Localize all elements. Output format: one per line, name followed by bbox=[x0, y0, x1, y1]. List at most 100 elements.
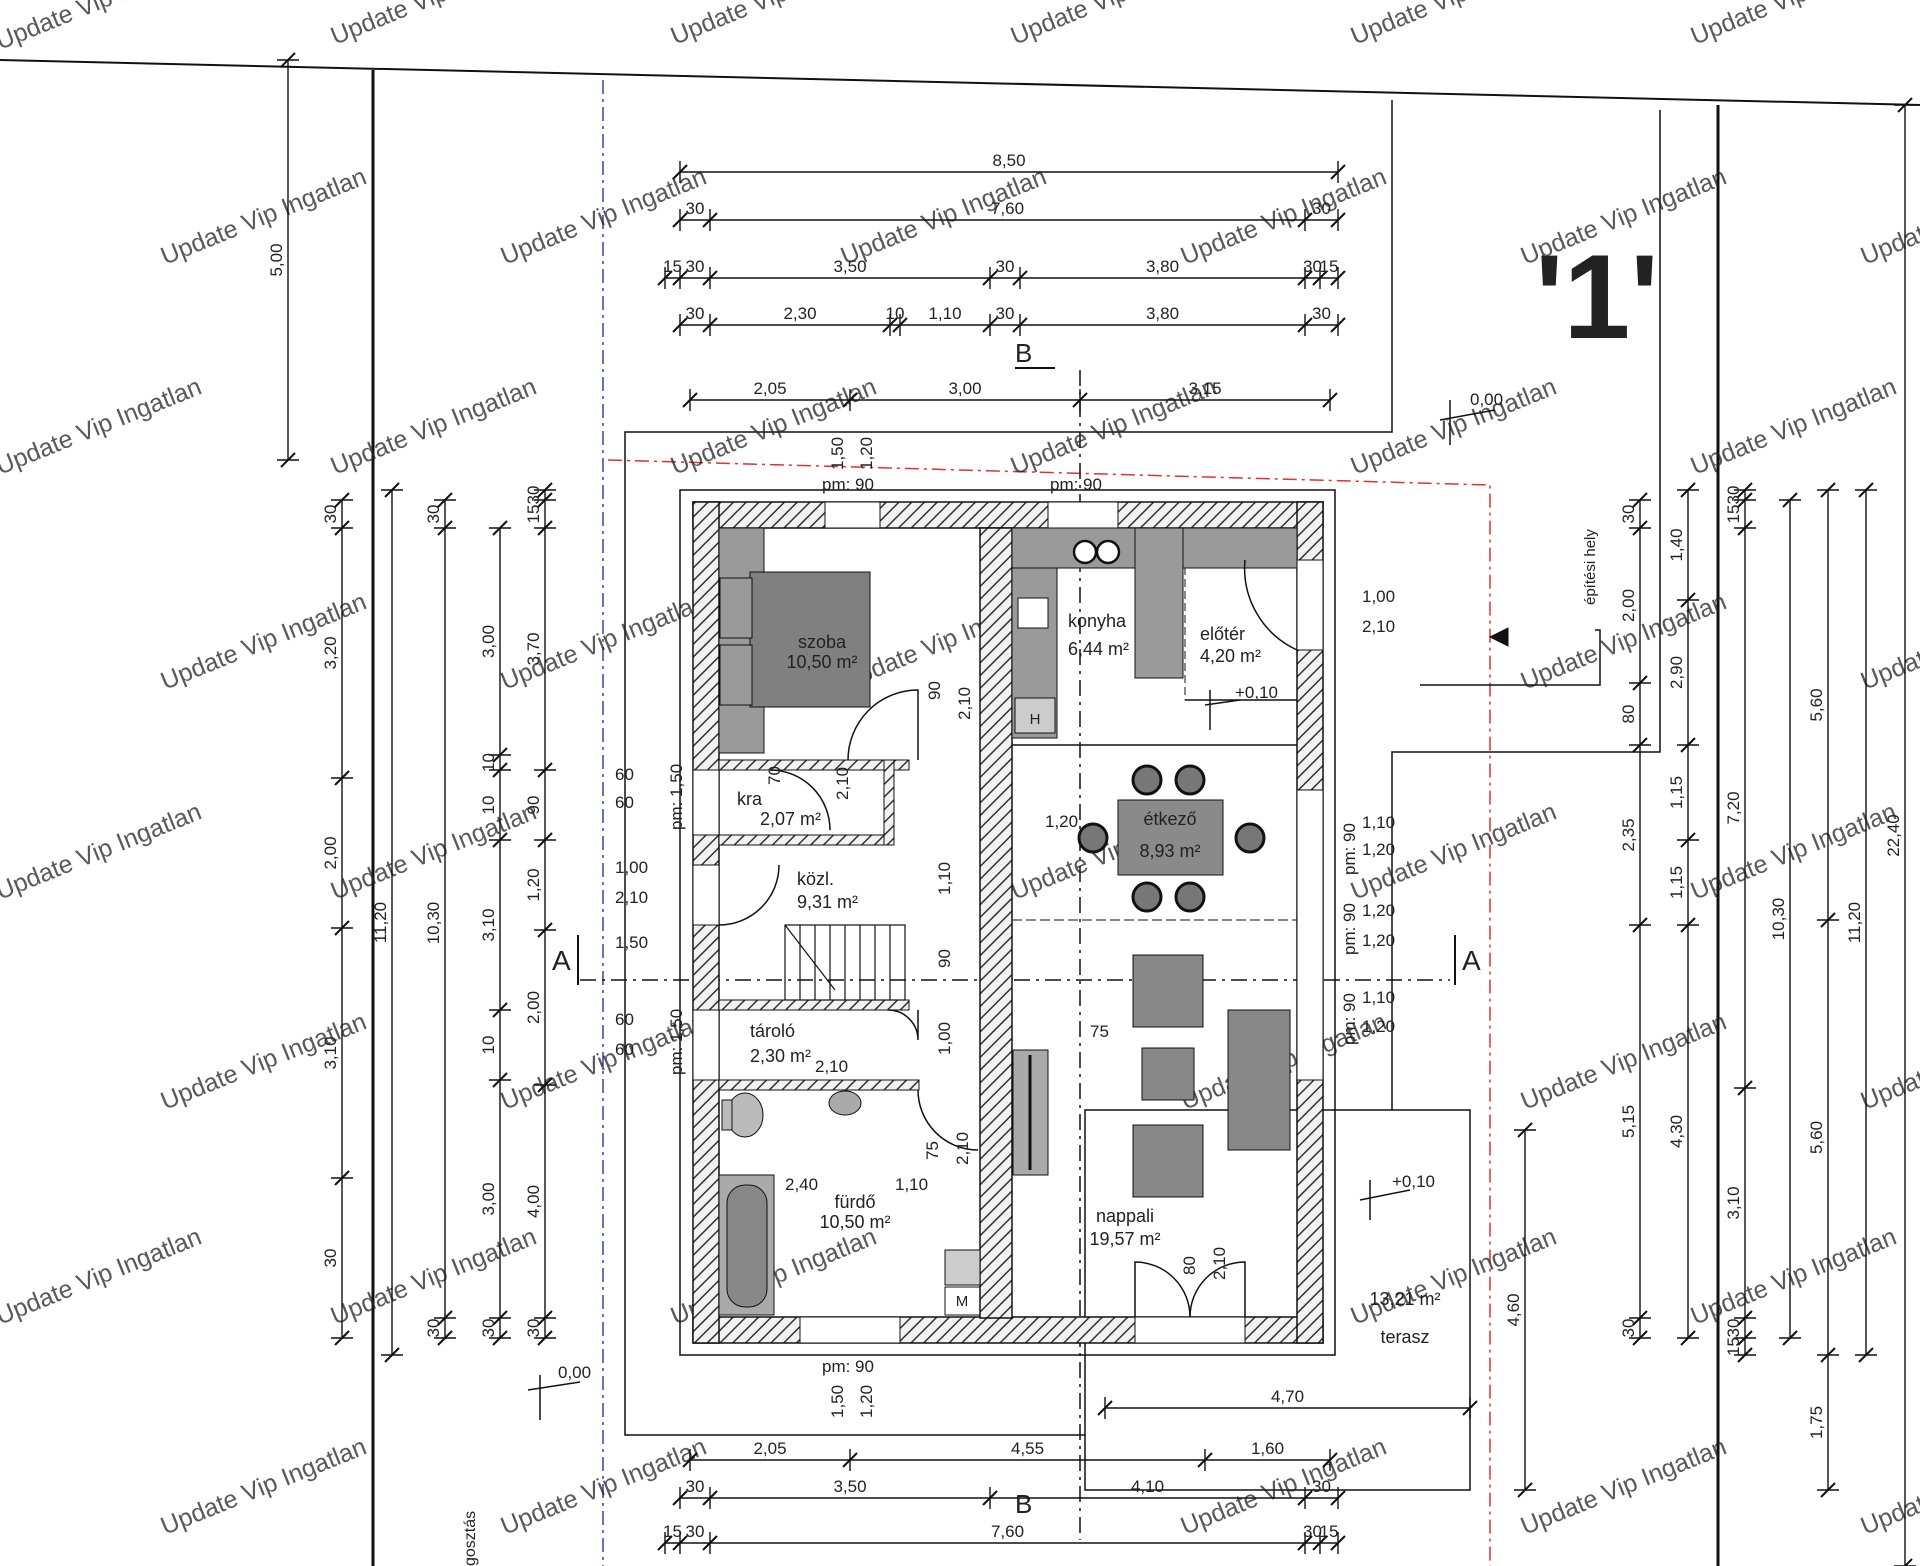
outer-outline bbox=[679, 489, 1336, 1356]
dim-left-5-tick bbox=[492, 1330, 508, 1346]
svg-text:2,10: 2,10 bbox=[833, 767, 852, 800]
dim-right-3-label: 30 bbox=[1724, 1319, 1743, 1338]
svg-text:pm: 90: pm: 90 bbox=[822, 475, 874, 494]
interior-wall-kra-bottom bbox=[718, 834, 885, 846]
dim-right-6-tick bbox=[1858, 1347, 1874, 1363]
dim-bottom-3-label: 30 bbox=[686, 1522, 705, 1541]
dim-right-5-label: 1,75 bbox=[1807, 1406, 1826, 1439]
dim-top-4-label: 3,80 bbox=[1146, 304, 1179, 323]
dim-top-3-label: 15 bbox=[1320, 257, 1339, 276]
dim-top-2-label: 30 bbox=[686, 199, 705, 218]
interior-wall-kra-top bbox=[718, 759, 910, 771]
dim-right-1-tick bbox=[1632, 492, 1648, 508]
svg-text:1,20: 1,20 bbox=[857, 1385, 876, 1418]
boiler-label: M bbox=[956, 1293, 969, 1310]
dim-left-5-tick bbox=[492, 832, 508, 848]
dim-top-3-label: 30 bbox=[686, 257, 705, 276]
dim-top-3-label: 15 bbox=[663, 257, 682, 276]
level-bottom: 0,00 bbox=[558, 1363, 591, 1382]
dim-bottom-2-tick bbox=[672, 1490, 688, 1506]
svg-text:2,10: 2,10 bbox=[815, 1057, 848, 1076]
dim-right-3-label: 15 bbox=[1724, 1337, 1743, 1356]
exterior-wall-top bbox=[692, 501, 1324, 529]
dim-bottom-2-tick bbox=[982, 1490, 998, 1506]
svg-text:1,00: 1,00 bbox=[1362, 587, 1395, 606]
svg-text:1,20: 1,20 bbox=[1362, 901, 1395, 920]
svg-text:1,20: 1,20 bbox=[1362, 1017, 1395, 1036]
dim-right-3-tick bbox=[1737, 1347, 1753, 1363]
dim-left-5-label: 10 bbox=[479, 796, 498, 815]
dim-left-4-tick bbox=[437, 520, 453, 536]
dim-bottom-3-label: 7,60 bbox=[991, 1522, 1024, 1541]
dim-left-5-tick bbox=[492, 762, 508, 778]
room-nappali-area: 19,57 m² bbox=[1089, 1229, 1160, 1249]
door-swings bbox=[718, 559, 1298, 1318]
svg-text:pm: 1,50: pm: 1,50 bbox=[667, 1009, 686, 1075]
svg-text:Update Vip Ingatlan: Update Vip Ingatlan bbox=[1857, 1433, 1920, 1541]
svg-text:1,20: 1,20 bbox=[1362, 931, 1395, 950]
section-a-right: A bbox=[1462, 945, 1481, 976]
interior-wall-main bbox=[979, 527, 1013, 1319]
interior-wall-tarolo-top bbox=[718, 999, 910, 1011]
svg-text:1,10: 1,10 bbox=[935, 862, 954, 895]
dim-left-5-label: 30 bbox=[479, 1319, 498, 1338]
dim-left-5-label: 3,00 bbox=[479, 625, 498, 658]
room-terasz-area: 13,21 m² bbox=[1369, 1289, 1440, 1309]
svg-text:Update Vip Ingatlan: Update Vip Ingatlan bbox=[667, 0, 881, 51]
dim-right-2-label: 4,30 bbox=[1667, 1115, 1686, 1148]
dim-right-5-tick bbox=[1820, 1482, 1836, 1498]
dim-right-3-tick bbox=[1737, 1310, 1753, 1326]
dim-right-3-label: 3,10 bbox=[1724, 1186, 1743, 1219]
dim-top-3-label: 30 bbox=[996, 257, 1015, 276]
dim-terrace-depth-tick bbox=[1517, 1482, 1533, 1498]
dim-terrace-width-tick bbox=[1462, 1400, 1478, 1416]
dim-top-4-tick bbox=[1012, 317, 1028, 333]
svg-text:Update Vip Ingatlan: Update Vip Ingatlan bbox=[1687, 0, 1901, 51]
svg-text:80: 80 bbox=[1180, 1256, 1199, 1275]
boiler bbox=[944, 1249, 981, 1286]
building-area-label: építési hely bbox=[1582, 529, 1599, 605]
dim-left-2-label: 2,00 bbox=[321, 836, 340, 869]
room-konyha-area: 6,44 m² bbox=[1068, 639, 1129, 659]
svg-text:Update Vip Ingatlan: Update Vip Ingatlan bbox=[1517, 1008, 1731, 1116]
dim-left-2-label: 3,10 bbox=[321, 1036, 340, 1069]
dim-right-2-label: 1,15 bbox=[1667, 866, 1686, 899]
dim-left-6-label: 1,20 bbox=[524, 868, 543, 901]
dim-bottom-2-label: 4,10 bbox=[1131, 1477, 1164, 1496]
dim-bottom-3-tick bbox=[657, 1535, 673, 1551]
svg-text:75: 75 bbox=[923, 1141, 942, 1160]
dim-right-4-label: 10,30 bbox=[1769, 898, 1788, 941]
dim-right-3-label: 30 bbox=[1724, 486, 1743, 505]
room-kozl-name: közl. bbox=[797, 869, 834, 889]
dim-bottom-3-label: 15 bbox=[1320, 1522, 1339, 1541]
svg-text:1,20: 1,20 bbox=[1045, 812, 1078, 831]
dim-left-5-tick bbox=[492, 520, 508, 536]
dim-left-2-tick bbox=[334, 920, 350, 936]
svg-text:Update Vip Ingatlan: Update Vip Ingatlan bbox=[0, 1223, 205, 1331]
dim-top-4-label: 10 bbox=[886, 304, 905, 323]
dim-top-5-label: 3,00 bbox=[948, 379, 981, 398]
dim-right-3-tick bbox=[1737, 1080, 1753, 1096]
dim-bottom-2-tick bbox=[1330, 1490, 1346, 1506]
svg-text:pm: 90: pm: 90 bbox=[822, 1357, 874, 1376]
svg-text:Update Vip Ingatlan: Update Vip Ingatlan bbox=[327, 0, 541, 51]
dim-left-6-tick bbox=[537, 832, 553, 848]
cut-label: gosztás bbox=[462, 1511, 479, 1566]
dim-right-1-label: 30 bbox=[1619, 505, 1638, 524]
dim-bottom-2-label: 30 bbox=[1312, 1477, 1331, 1496]
dim-right-5-tick bbox=[1820, 912, 1836, 928]
furniture: H M bbox=[718, 527, 1298, 1318]
dim-terrace-width-tick bbox=[1097, 1400, 1113, 1416]
room-kra-name: kra bbox=[737, 789, 763, 809]
interior-wall-kra-side bbox=[883, 759, 895, 846]
dim-top-3-tick bbox=[1012, 270, 1028, 286]
dim-top-5-label: 3,15 bbox=[1188, 379, 1221, 398]
dim-top-4-label: 1,10 bbox=[928, 304, 961, 323]
window-top-left bbox=[824, 501, 881, 529]
svg-text:pm: 90: pm: 90 bbox=[1050, 475, 1102, 494]
level-marker-bottom bbox=[527, 1375, 581, 1420]
dim-top-3-tick bbox=[1312, 270, 1328, 286]
dim-bottom-2-label: 3,50 bbox=[833, 1477, 866, 1496]
dim-right-5-tick bbox=[1820, 482, 1836, 498]
dim-right-3-label: 7,20 bbox=[1724, 791, 1743, 824]
